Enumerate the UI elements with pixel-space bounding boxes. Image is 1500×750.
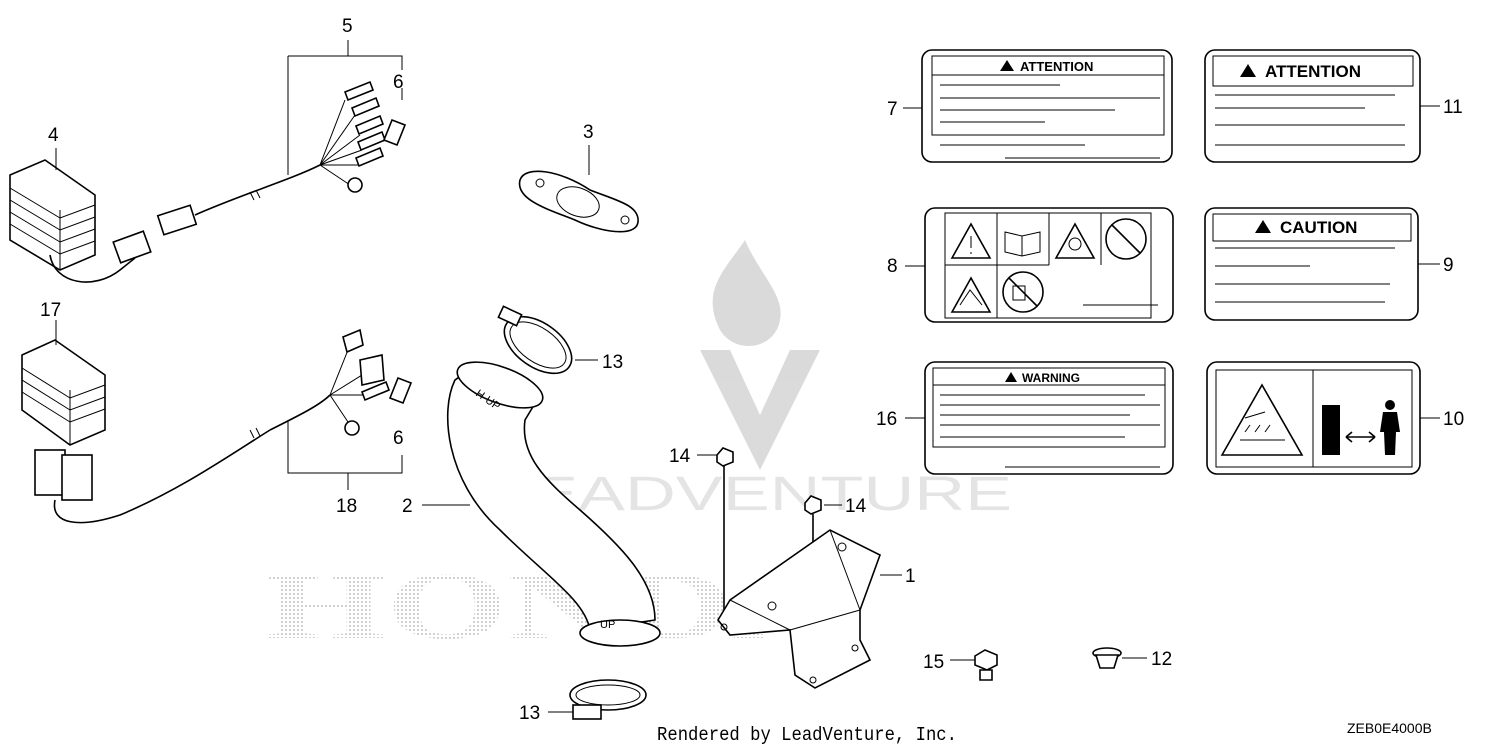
callout-5: 5	[342, 16, 353, 37]
callout-6-upper: 6	[393, 72, 404, 93]
label-11-title: ATTENTION	[1265, 62, 1361, 81]
part-10-hot-surface-label[interactable]	[1206, 361, 1421, 475]
callout-10: 10	[1443, 409, 1464, 430]
callout-14-right: 14	[845, 496, 867, 517]
part-16-warning-label[interactable]: WARNING	[924, 361, 1174, 475]
callout-4: 4	[48, 125, 59, 146]
part-4-regulator-rectifier[interactable]	[9, 159, 152, 283]
rendered-by-credit: Rendered by LeadVenture, Inc.	[657, 724, 957, 746]
part-3-gasket[interactable]	[518, 170, 639, 233]
callout-3: 3	[583, 122, 594, 143]
part-1-bracket[interactable]	[717, 529, 881, 689]
part-8-pictogram-label[interactable]	[924, 207, 1174, 323]
callout-2: 2	[402, 496, 413, 517]
label-16-title: WARNING	[1022, 371, 1080, 385]
callout-13-lower: 13	[519, 703, 540, 724]
part-15-flange-bolt[interactable]	[974, 649, 998, 681]
diagram-code: ZEB0E4000B	[1347, 720, 1432, 736]
callout-15: 15	[923, 652, 944, 673]
part-5-wire-harness[interactable]	[156, 80, 387, 236]
watermark-leadventure-logo	[700, 240, 820, 470]
part-11-attention-label[interactable]: ATTENTION	[1204, 49, 1421, 163]
callout-7: 7	[887, 99, 898, 120]
part-2-air-duct[interactable]: H-UP UP	[446, 353, 661, 647]
callout-6-lower: 6	[393, 428, 404, 449]
label-9-title: CAUTION	[1280, 218, 1357, 237]
label-7-title: ATTENTION	[1020, 59, 1093, 74]
callout-13-upper: 13	[602, 352, 623, 373]
callout-1: 1	[905, 566, 916, 587]
callout-18: 18	[336, 496, 357, 517]
part-18-wire-harness[interactable]	[249, 328, 391, 439]
part-13-hose-clamp-upper[interactable]	[494, 305, 581, 385]
callout-12: 12	[1151, 649, 1172, 670]
callout-17: 17	[40, 300, 61, 321]
part-6-terminal-lower[interactable]	[388, 376, 413, 405]
part-17-regulator-rectifier[interactable]	[21, 339, 271, 524]
callout-16: 16	[876, 409, 897, 430]
part-14-bolt-left[interactable]	[716, 447, 734, 620]
callout-11: 11	[1443, 97, 1463, 118]
part-6-terminal-upper[interactable]	[382, 118, 407, 147]
callout-9: 9	[1443, 255, 1454, 276]
part-12-nut[interactable]	[1092, 647, 1122, 669]
part-13-hose-clamp-lower[interactable]	[569, 679, 647, 720]
hose-mark-bottom: UP	[600, 619, 615, 631]
part-7-attention-label[interactable]: ATTENTION	[921, 49, 1173, 163]
part-9-caution-label[interactable]: CAUTION	[1204, 207, 1419, 321]
callout-8: 8	[887, 256, 898, 277]
callout-14-left: 14	[669, 446, 691, 467]
